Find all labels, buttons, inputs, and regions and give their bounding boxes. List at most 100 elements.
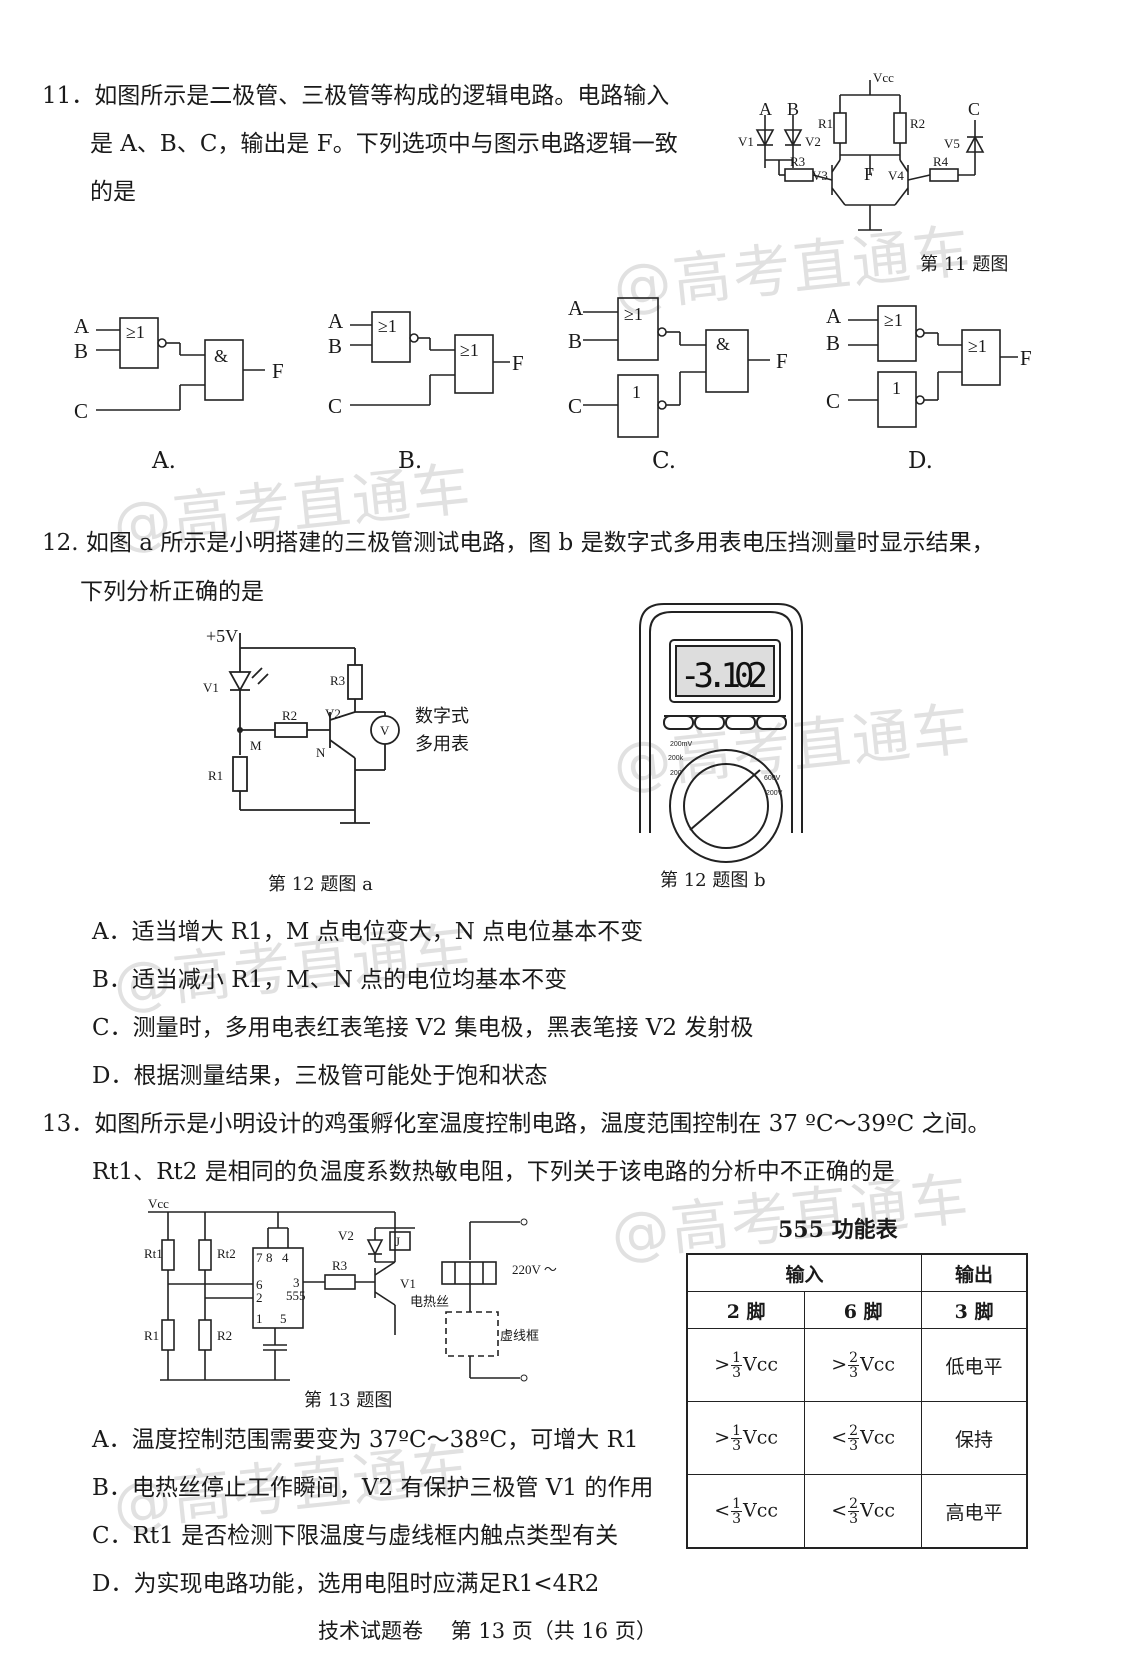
option-a-diagram [96, 317, 265, 411]
page-footer: 技术试题卷 第 13 页（共 16 页） [318, 1619, 657, 1643]
svg-text:&: & [214, 346, 228, 366]
svg-text:C: C [74, 399, 88, 423]
svg-text:电热丝: 电热丝 [410, 1294, 449, 1309]
q12-option-a[interactable]: A．适当增大 R1，M 点电位变大，N 点电位基本不变 [92, 919, 644, 945]
svg-text:B: B [328, 334, 342, 358]
svg-text:R3: R3 [790, 154, 805, 169]
svg-text:1: 1 [632, 382, 641, 402]
q11-stem-line2: 是 A、B、C，输出是 F。下列选项中与图示电路逻辑一致 [90, 131, 678, 157]
q13-stem-line2: Rt1、Rt2 是相同的负温度系数热敏电阻，下列关于该电路的分析中不正确的是 [92, 1159, 895, 1185]
svg-text:R2: R2 [282, 708, 297, 723]
svg-text:V2: V2 [805, 134, 821, 149]
q12-stem-line1: 12. 如图 a 所示是小明搭建的三极管测试电路，图 b 是数字式多用表电压挡测… [42, 530, 995, 556]
svg-text:2: 2 [256, 1290, 263, 1305]
q12-option-b[interactable]: B．适当减小 R1，M、N 点的电位均基本不变 [92, 967, 568, 993]
svg-text:R2: R2 [217, 1328, 232, 1343]
svg-text:V1: V1 [203, 680, 219, 695]
svg-text:R4: R4 [933, 154, 949, 169]
q11-circuit-diagram: Vcc A B C V1 V2 R1 R2 R3 R4 V3 V4 V5 F [738, 70, 985, 231]
svg-text:多用表: 多用表 [415, 734, 469, 754]
svg-text:≥1: ≥1 [968, 336, 987, 356]
svg-text:200V: 200V [766, 790, 783, 797]
q11-option-d-letter[interactable]: D. [908, 448, 933, 474]
svg-text:N: N [316, 745, 326, 760]
q11-option-b-letter[interactable]: B. [398, 448, 423, 474]
q13-stem-line1: 13．如图所示是小明设计的鸡蛋孵化室温度控制电路，温度范围控制在 37 ºC～3… [42, 1111, 991, 1137]
svg-text:≥1: ≥1 [624, 304, 643, 324]
svg-text:R3: R3 [332, 1258, 347, 1273]
q13-figure-caption: 第 13 题图 [304, 1390, 393, 1411]
svg-text:V4: V4 [888, 168, 904, 183]
svg-text:1: 1 [892, 378, 901, 398]
svg-text:≥1: ≥1 [126, 322, 145, 342]
svg-text:+5V: +5V [206, 626, 238, 646]
option-b-diagram [350, 311, 510, 406]
svg-text:V2: V2 [325, 706, 341, 721]
q13-option-a[interactable]: A．温度控制范围需要变为 37ºC～38ºC，可增大 R1 [92, 1427, 639, 1453]
svg-text:F: F [1020, 346, 1032, 370]
q12-option-c[interactable]: C．测量时，多用电表红表笔接 V2 集电极，黑表笔接 V2 发射极 [92, 1015, 754, 1041]
svg-text:200k: 200k [668, 755, 684, 762]
q13-option-c[interactable]: C．Rt1 是否检测下限温度与虚线框内触点类型有关 [92, 1523, 619, 1549]
svg-text:F: F [512, 351, 524, 375]
q11-stem-line3: 的是 [90, 179, 136, 205]
q12-caption-a: 第 12 题图 a [268, 874, 373, 895]
table-header-pin2: 2 脚 [686, 1291, 806, 1329]
svg-text:A: A [759, 99, 772, 119]
multimeter-image: 200mV 200k 600V 200V 200 -3.102 [639, 603, 803, 863]
svg-text:Vcc: Vcc [873, 70, 894, 85]
svg-text:8: 8 [266, 1250, 273, 1265]
q11-option-a-letter[interactable]: A. [152, 448, 176, 474]
svg-text:C: C [568, 394, 582, 418]
svg-text:V3: V3 [812, 168, 828, 183]
svg-text:1: 1 [256, 1311, 263, 1326]
table-header-output: 输出 [921, 1253, 1028, 1292]
svg-text:≥1: ≥1 [460, 340, 479, 360]
svg-text:V: V [380, 723, 390, 738]
svg-text:A: A [568, 296, 584, 320]
svg-text:Rt2: Rt2 [217, 1246, 236, 1261]
svg-text:200: 200 [670, 770, 682, 777]
q11-figure-caption: 第 11 题图 [920, 254, 1009, 275]
svg-text:M: M [250, 738, 262, 753]
svg-text:6: 6 [256, 1277, 263, 1292]
svg-text:A: A [826, 304, 842, 328]
svg-text:200mV: 200mV [670, 741, 693, 748]
svg-text:C: C [826, 389, 840, 413]
svg-text:J: J [395, 1234, 400, 1249]
svg-text:R1: R1 [818, 116, 833, 131]
svg-text:A: A [74, 314, 90, 338]
q13-option-b[interactable]: B．电热丝停止工作瞬间，V2 有保护三极管 V1 的作用 [92, 1475, 654, 1501]
q13-option-d[interactable]: D．为实现电路功能，选用电阻时应满足R1<4R2 [92, 1571, 600, 1597]
table-title: 555 功能表 [778, 1217, 898, 1243]
svg-text:V5: V5 [944, 136, 960, 151]
q12-stem-line2: 下列分析正确的是 [80, 579, 264, 605]
option-d-diagram [848, 305, 1018, 428]
svg-text:Rt1: Rt1 [144, 1246, 163, 1261]
svg-text:R1: R1 [208, 768, 223, 783]
svg-text:R1: R1 [144, 1328, 159, 1343]
svg-text:数字式: 数字式 [415, 706, 469, 726]
svg-text:F: F [272, 359, 284, 383]
svg-text:4: 4 [282, 1250, 289, 1265]
svg-text:V1: V1 [738, 134, 754, 149]
svg-text:B: B [826, 331, 840, 355]
svg-text:B: B [568, 329, 582, 353]
svg-text:F: F [776, 349, 788, 373]
table-header-pin6: 6 脚 [804, 1291, 923, 1329]
svg-text:B: B [787, 99, 799, 119]
svg-text:5: 5 [280, 1311, 287, 1326]
svg-text:C: C [968, 99, 980, 119]
svg-text:V1: V1 [400, 1276, 416, 1291]
q11-option-c-letter[interactable]: C. [652, 448, 677, 474]
q13-circuit-diagram: Vcc Rt1 Rt2 R1 R2 R3 V1 V2 J 555 7 8 4 6… [144, 1196, 557, 1382]
q12-option-d[interactable]: D．根据测量结果，三极管可能处于饱和状态 [92, 1063, 548, 1089]
q12-caption-b: 第 12 题图 b [660, 870, 766, 891]
svg-text:≥1: ≥1 [378, 316, 397, 336]
svg-text:7: 7 [256, 1250, 263, 1265]
svg-text:C: C [328, 394, 342, 418]
